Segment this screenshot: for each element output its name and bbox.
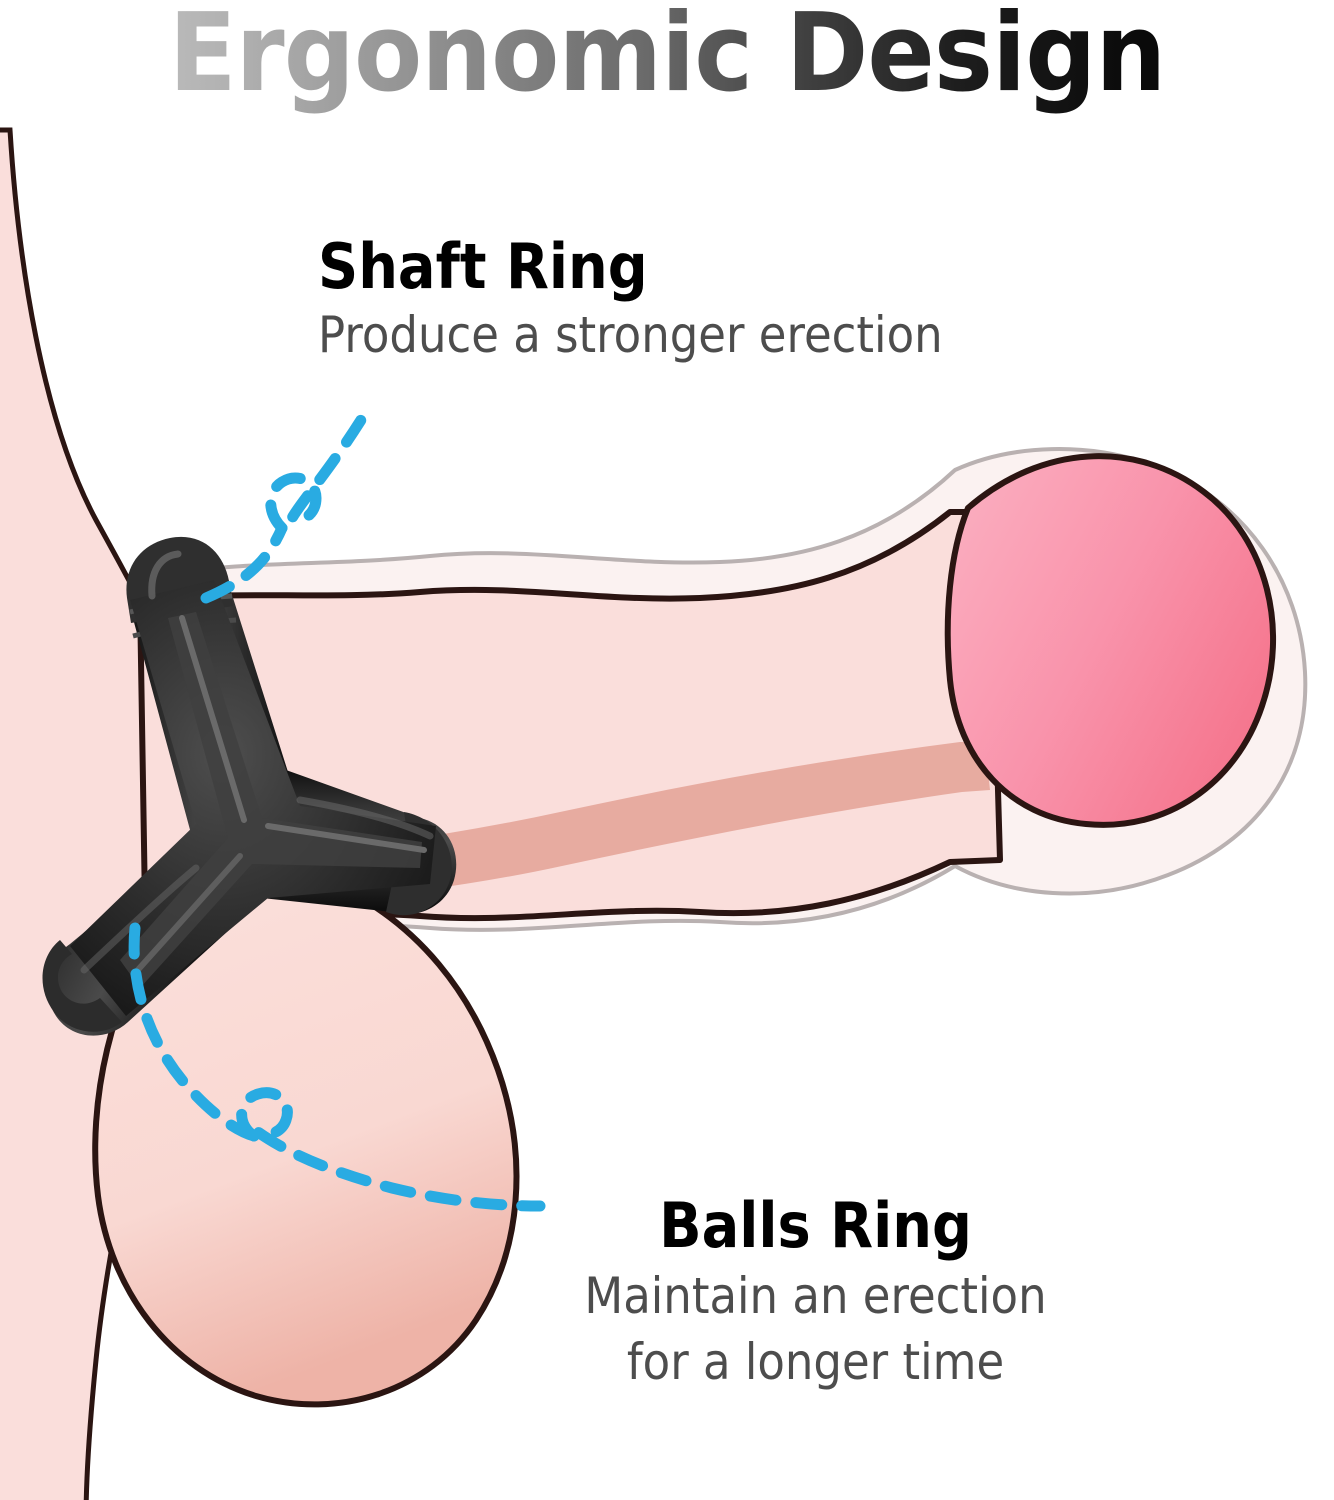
- device-spec-lower: [80, 864, 200, 974]
- device-spec-upper: [148, 550, 182, 600]
- device-right-cap: [386, 812, 452, 916]
- device-y-highlight-1: [179, 615, 247, 823]
- callout-balls-ring-title: Balls Ring: [659, 1189, 972, 1262]
- pointer-line-balls-ring: [128, 922, 260, 1142]
- glans-shape: [944, 453, 1276, 828]
- device-y-highlight-3: [133, 853, 243, 975]
- device-y-highlight-2: [265, 823, 427, 853]
- device-spec-right: [296, 796, 434, 840]
- callout-shaft-ring-subtitle: Produce a stronger erection: [318, 306, 943, 364]
- device-y-webbing: [120, 612, 422, 988]
- pointer-loop-balls-ring: [236, 1087, 546, 1212]
- callout-balls-ring-subtitle-line1: Maintain an erection: [584, 1267, 1047, 1325]
- pointer-loop-shaft-ring: [265, 406, 372, 534]
- callout-balls-ring-subtitle-line2: for a longer time: [626, 1333, 1005, 1391]
- callout-shaft-ring-title: Shaft Ring: [318, 230, 648, 303]
- pointer-line-shaft-ring: [200, 522, 288, 604]
- device-lower-cap: [42, 940, 122, 1032]
- callout-balls-ring: Balls Ring Maintain an erection for a lo…: [0, 1189, 1334, 1391]
- page-title: Ergonomic Design: [53, 0, 1280, 115]
- callout-shaft-ring: Shaft Ring Produce a stronger erection: [318, 230, 1012, 364]
